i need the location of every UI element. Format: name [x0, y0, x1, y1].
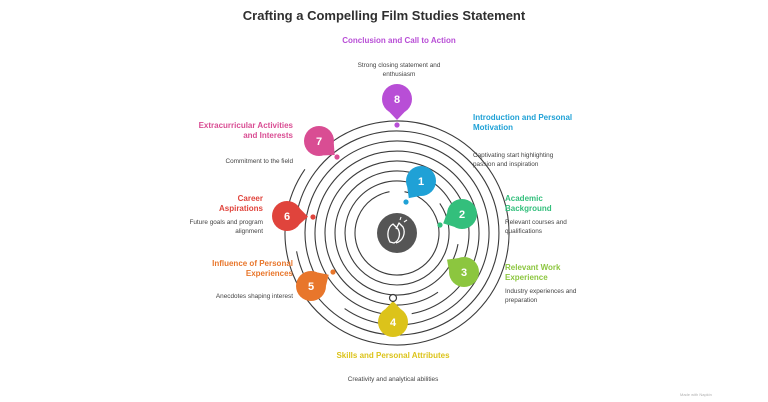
diagram-title: Crafting a Compelling Film Studies State… [242, 8, 526, 23]
step-3-desc: Industry experiences and preparation [505, 288, 577, 304]
step-5-desc: Anecdotes shaping interest [215, 293, 293, 300]
step-2-title: Academic Background [505, 194, 552, 213]
step-7-number: 7 [316, 136, 322, 148]
step-5-number: 5 [308, 281, 314, 293]
step-1-badge [406, 166, 436, 196]
step-7-connector-dot [334, 154, 340, 160]
step-6-badge-tail [299, 208, 308, 225]
step-8-connector-dot [394, 122, 400, 128]
step-6-number: 6 [284, 211, 290, 223]
step-2-badge [447, 199, 477, 229]
step-6-desc: Future goals and program alignment [189, 219, 263, 235]
clap-spark-icon [399, 216, 408, 223]
step-8-desc: Strong closing statement and enthusiasm [357, 62, 441, 78]
step-2-number: 2 [459, 209, 465, 221]
step-7-desc: Commitment to the field [225, 158, 293, 165]
step-3-number: 3 [461, 267, 467, 279]
step-7-title: Extracurricular Activities and Interests [198, 121, 293, 140]
step-6-connector-dot [310, 214, 316, 220]
step-5-badge [296, 271, 326, 301]
step-1-number: 1 [418, 176, 424, 188]
step-6-title: Career Aspirations [218, 194, 263, 213]
clapping-hands-icon [387, 223, 401, 244]
step-2-desc: Relevant courses and qualifications [505, 219, 567, 235]
step-1-desc: Captivating start highlighting passion a… [473, 152, 554, 168]
step-8-badge [382, 84, 412, 114]
step-3-connector-dot [450, 261, 456, 267]
step-7-badge [304, 126, 334, 156]
clapping-hands-icon [395, 222, 405, 244]
step-5-title: Influence of Personal Experiences [212, 259, 293, 278]
center-circle [377, 213, 417, 253]
step-4-badge [378, 307, 408, 337]
step-4-title: Skills and Personal Attributes [336, 351, 450, 360]
step-4-badge-tail [385, 301, 401, 310]
spiral-start-marker [388, 293, 398, 303]
spiral-ring [284, 120, 510, 346]
spiral-ring [354, 191, 440, 276]
spiral-ring [304, 140, 490, 326]
step-6-badge [272, 201, 302, 231]
step-5-connector-dot [330, 269, 336, 275]
step-2-connector-dot [437, 222, 443, 228]
step-3-title: Relevant Work Experience [505, 263, 561, 282]
spiral-ring [296, 130, 500, 336]
step-8-number: 8 [394, 94, 400, 106]
step-1-title: Introduction and Personal Motivation [473, 113, 573, 132]
step-4-number: 4 [390, 317, 397, 329]
step-8-badge-tail [389, 111, 405, 120]
spiral-ring [344, 180, 450, 286]
step-4-desc: Creativity and analytical abilities [347, 376, 439, 383]
step-8-title: Conclusion and Call to Action [342, 36, 456, 45]
watermark: Made with Napkin [680, 392, 712, 397]
step-1-connector-dot [403, 199, 409, 205]
step-3-badge [449, 257, 479, 287]
